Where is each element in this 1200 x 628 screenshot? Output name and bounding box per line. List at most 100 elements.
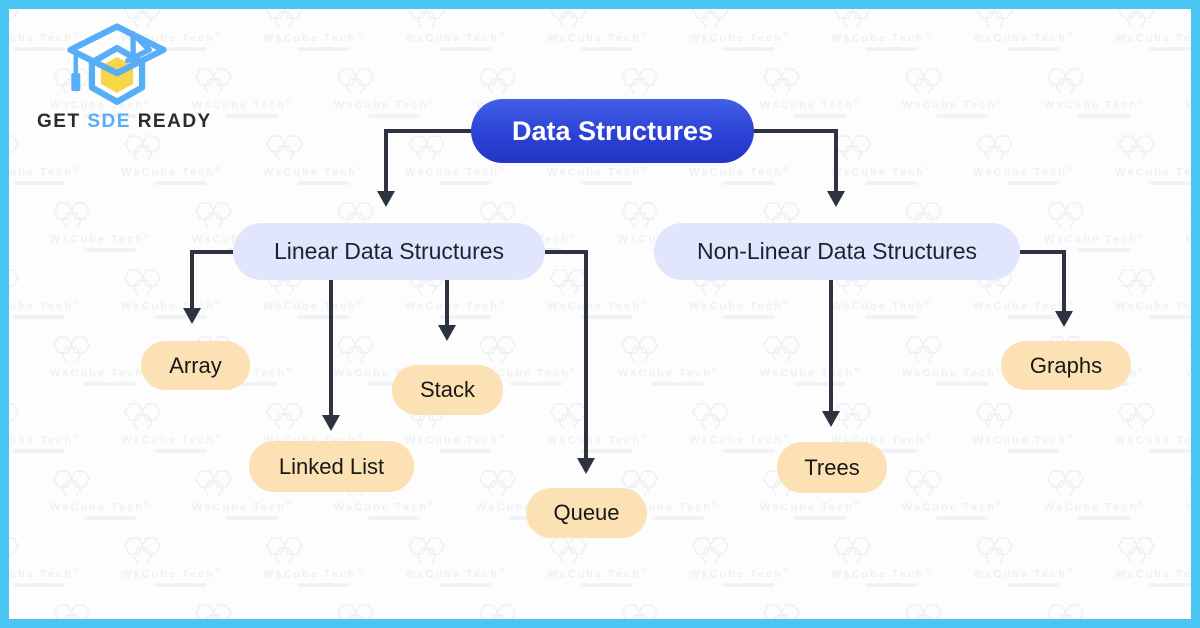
watermark-tagline-bar (581, 314, 633, 319)
watermark-tile: WsCube Tech® (405, 537, 525, 587)
arrowhead-stack (438, 325, 456, 341)
hexagon-pattern-icon (479, 68, 516, 96)
watermark-tile: WsCube Tech® (1044, 68, 1164, 118)
hexagon-pattern-icon (1118, 135, 1155, 163)
hexagon-pattern-icon (692, 403, 729, 431)
hexagon-pattern-icon (692, 537, 729, 565)
arrowhead-graphs (1055, 311, 1073, 327)
hexagon-pattern-icon (9, 537, 19, 559)
watermark-brand-text: WsCube Tech® (192, 501, 294, 514)
connector-nonlinear-graphs-h (1020, 250, 1066, 254)
watermark-brand-text: WsCube Tech® (263, 32, 365, 45)
watermark-brand-text: WsCube Tech® (0, 300, 81, 313)
watermark-tagline-bar (1007, 582, 1059, 587)
hexagon-pattern-icon (550, 537, 587, 565)
hexagon-pattern-icon (1189, 207, 1191, 215)
watermark-tagline-bar (1149, 46, 1191, 51)
watermark-tagline-bar (155, 582, 207, 587)
watermark-tagline-bar (865, 582, 917, 587)
watermark-tile: WsCube Tech® (476, 604, 596, 619)
watermark-tagline-bar (439, 448, 491, 453)
hexagon-pattern-icon (905, 470, 942, 498)
watermark-tile: WsCube Tech® (973, 135, 1093, 185)
watermark-tagline-bar (1149, 180, 1191, 185)
hexagon-pattern-icon (550, 269, 587, 297)
watermark-brand-text: WsCube Tech® (973, 32, 1075, 45)
watermark-brand-text: WsCube Tech® (334, 99, 436, 112)
watermark-brand-text: WsCube Tech® (1115, 568, 1200, 581)
watermark-brand-text: WsCube Tech® (547, 32, 649, 45)
watermark-tile: WsCube Tech® (1186, 470, 1199, 520)
watermark-tile: WsCube Tech® (902, 604, 1022, 619)
watermark-tile: WsCube Tech® (334, 68, 454, 118)
watermark-brand-text: WsCube Tech® (0, 568, 81, 581)
node-array: Array (141, 341, 250, 390)
watermark-brand-text: WsCube Tech® (760, 367, 862, 380)
hexagon-pattern-icon (1047, 470, 1084, 498)
hexagon-pattern-icon (834, 9, 871, 29)
watermark-tile: WsCube Tech® (1186, 202, 1191, 252)
hexagon-pattern-icon (1189, 609, 1191, 617)
watermark-brand-text: WsCube Tech® (760, 501, 862, 514)
watermark-tile: WsCube Tech® (547, 9, 667, 51)
watermark-tile: WsCube Tech® (1115, 403, 1200, 453)
watermark-brand-text: WsCube Tech® (973, 166, 1075, 179)
watermark-brand-text: WsCube Tech® (263, 166, 365, 179)
watermark-tagline-bar (581, 46, 633, 51)
hexagon-pattern-icon (976, 403, 1013, 431)
watermark-tile: WsCube Tech® (831, 135, 951, 185)
watermark-brand-text: WsCube Tech® (405, 300, 507, 313)
watermark-tile: WsCube Tech® (121, 269, 241, 319)
logo-word-sde: SDE (87, 111, 131, 132)
hexagon-pattern-icon (834, 537, 871, 565)
watermark-tagline-bar (1149, 448, 1191, 453)
watermark-brand-text: WsCube Tech® (902, 99, 1004, 112)
hexagon-pattern-icon (905, 68, 942, 96)
hexagon-pattern-icon (621, 336, 658, 364)
arrowhead-trees (822, 411, 840, 427)
watermark-tile: WsCube Tech® (1115, 135, 1191, 185)
watermark-tile: WsCube Tech® (689, 9, 809, 51)
watermark-tagline-bar (84, 247, 136, 252)
watermark-tagline-bar (936, 381, 988, 386)
hexagon-pattern-icon (763, 336, 800, 364)
hexagon-pattern-icon (763, 604, 800, 619)
watermark-brand-text: WsCube Tech® (831, 568, 933, 581)
watermark-brand-text: WsCube Tech® (1186, 501, 1199, 514)
watermark-tagline-bar (297, 180, 349, 185)
watermark-tagline-bar (723, 314, 775, 319)
watermark-brand-text: WsCube Tech® (405, 32, 507, 45)
watermark-tagline-bar (723, 180, 775, 185)
watermark-brand-text: WsCube Tech® (1115, 434, 1200, 447)
connector-nonlinear-graphs-v (1062, 250, 1066, 312)
watermark-brand-text: WsCube Tech® (405, 568, 507, 581)
hexagon-pattern-icon (266, 9, 303, 29)
watermark-tile: WsCube Tech® (263, 537, 383, 587)
watermark-tile: WsCube Tech® (831, 537, 951, 587)
hexagon-pattern-icon (53, 202, 90, 230)
connector-linear-queue-h (545, 250, 588, 254)
watermark-tagline-bar (13, 314, 65, 319)
watermark-brand-text: WsCube Tech® (121, 166, 223, 179)
watermark-tile: WsCube Tech® (1186, 336, 1191, 386)
connector-linear-array-h (192, 250, 233, 254)
hexagon-pattern-icon (337, 336, 374, 364)
watermark-tile: WsCube Tech® (973, 403, 1093, 453)
watermark-tile: WsCube Tech® (547, 269, 667, 319)
hexagon-pattern-icon (124, 537, 161, 565)
watermark-tagline-bar (297, 582, 349, 587)
hexagon-pattern-icon (1047, 68, 1084, 96)
watermark-tile: WsCube Tech® (689, 537, 809, 587)
watermark-tagline-bar (1007, 448, 1059, 453)
watermark-brand-text: WsCube Tech® (973, 434, 1075, 447)
arrowhead-array (183, 308, 201, 324)
arrowhead-queue (577, 458, 595, 474)
watermark-tile: WsCube Tech® (263, 9, 383, 51)
hexagon-pattern-icon (53, 336, 90, 364)
hexagon-pattern-icon (266, 537, 303, 565)
watermark-brand-text: WsCube Tech® (831, 166, 933, 179)
hexagon-pattern-icon (834, 135, 871, 163)
watermark-tagline-bar (1007, 180, 1059, 185)
watermark-brand-text: WsCube Tech® (405, 434, 507, 447)
